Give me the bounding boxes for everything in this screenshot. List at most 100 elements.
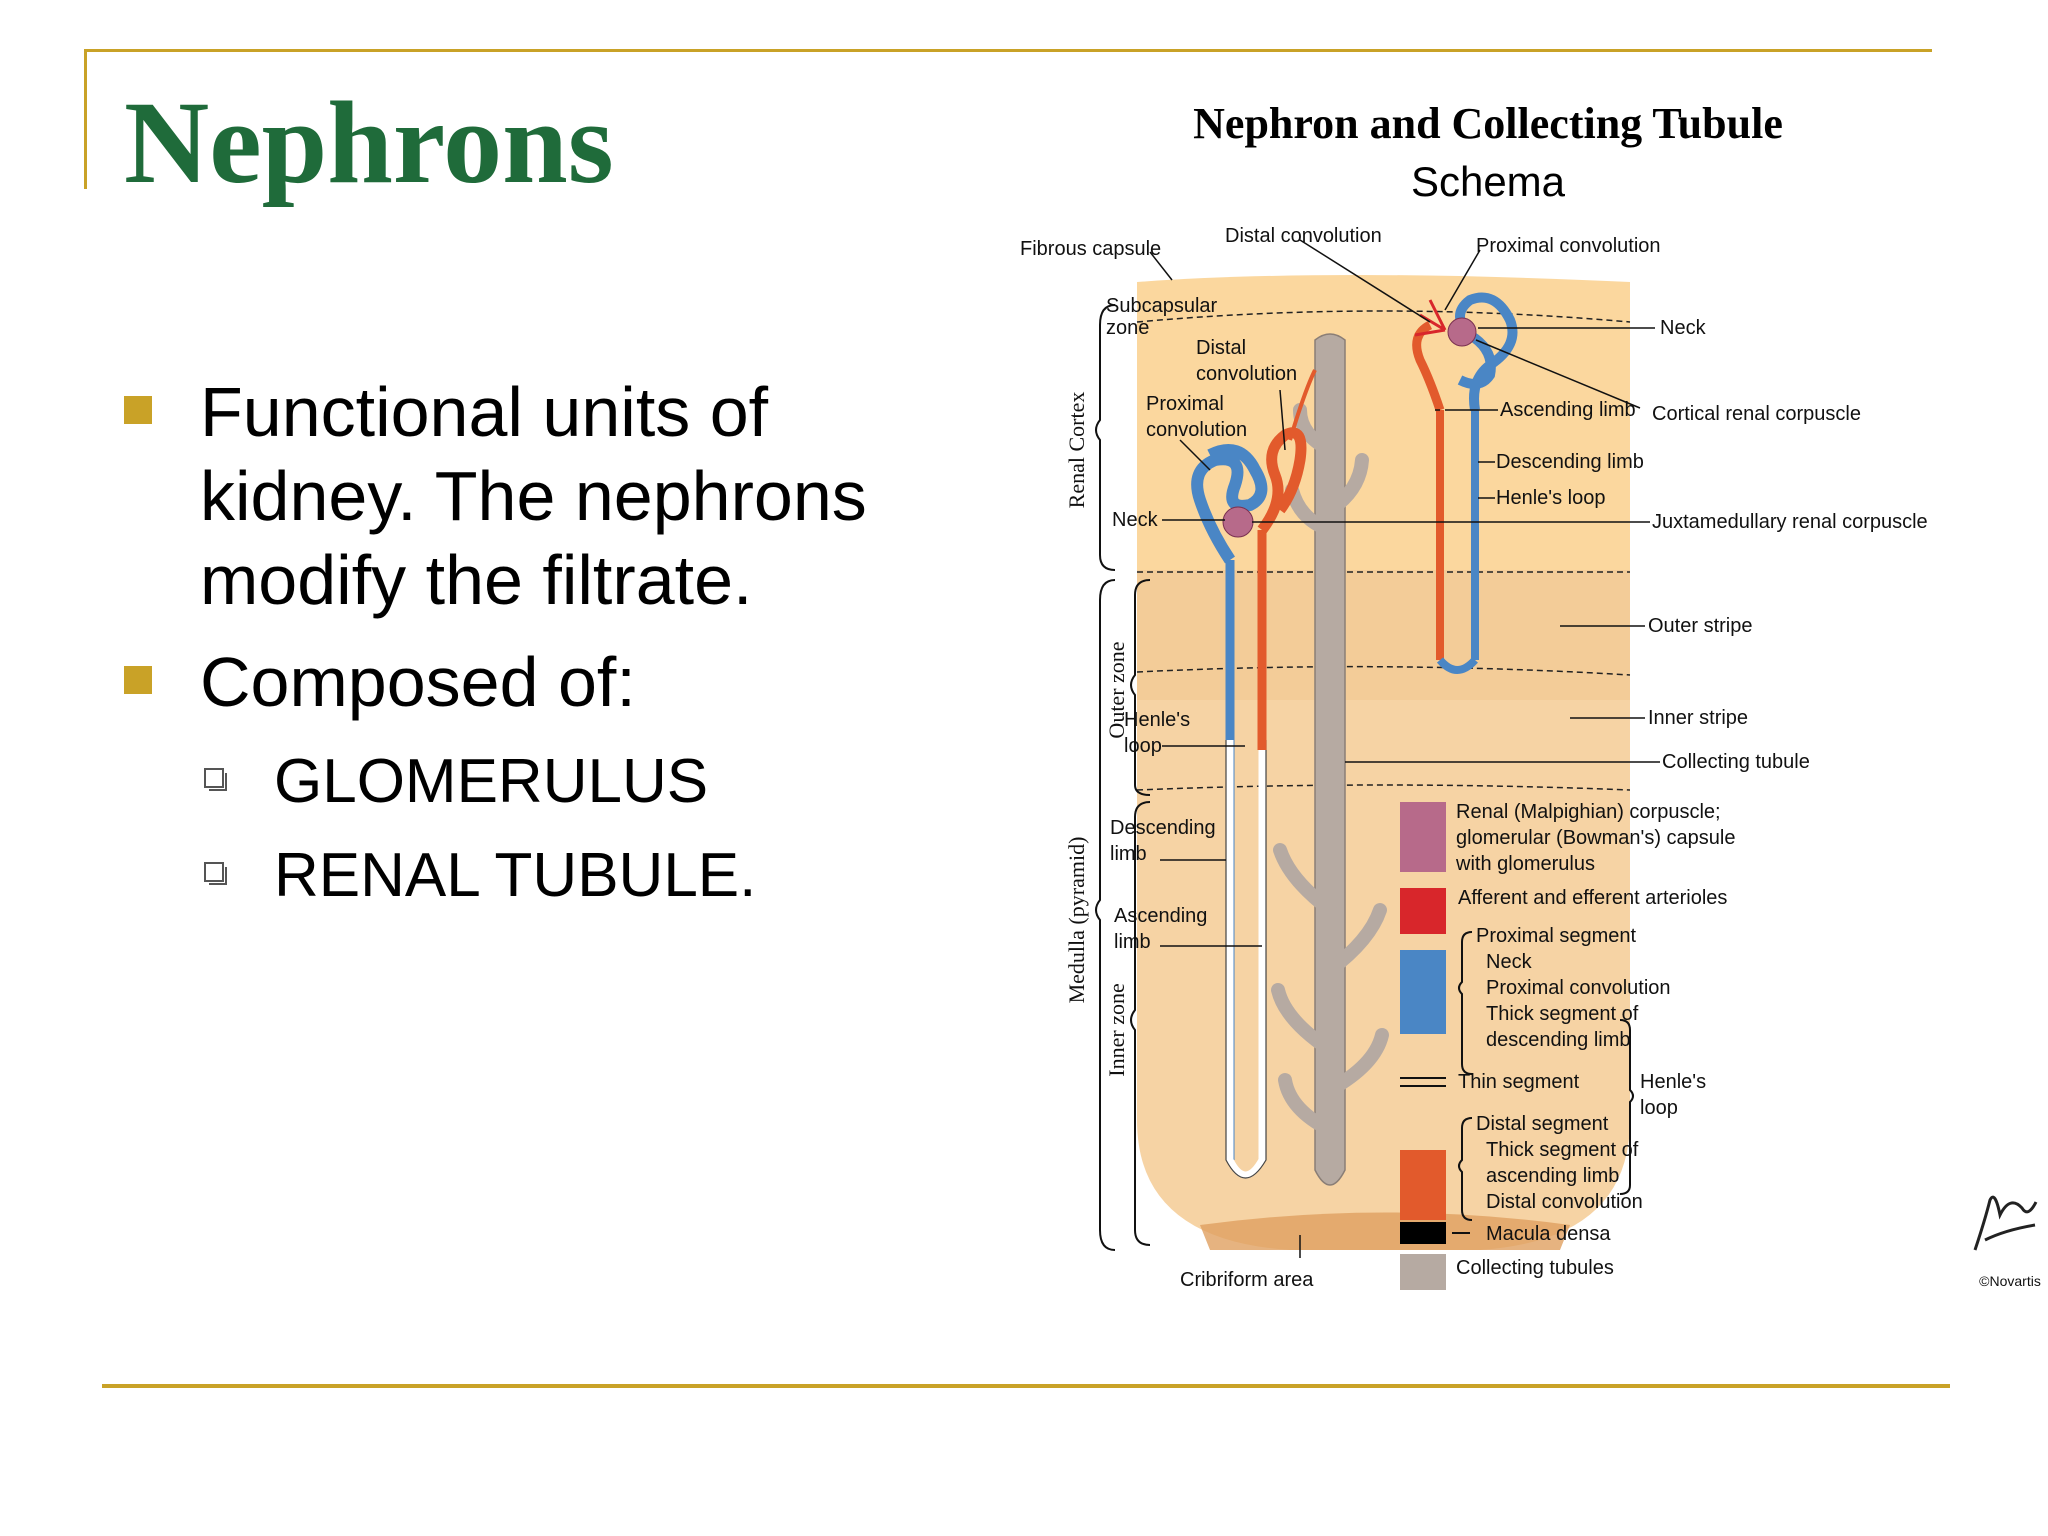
legend-henles-2: loop: [1640, 1097, 1678, 1119]
bullet-item: Composed of:: [124, 640, 984, 724]
label-outer-stripe: Outer stripe: [1648, 615, 1752, 637]
leader-distal-top: [1299, 239, 1431, 323]
legend-swatch-arterioles: [1400, 888, 1446, 934]
inner-zone-label: Inner zone: [1104, 983, 1129, 1076]
cribriform-base: [1200, 1212, 1570, 1250]
nephron-diagram-svg: Nephron and Collecting Tubule Schema Ren…: [1020, 99, 2041, 1291]
jm-proximal-coils: [1191, 444, 1268, 564]
legend-corpuscle-2: glomerular (Bowman's) capsule: [1456, 827, 1735, 849]
label-proximal-2: convolution: [1146, 419, 1247, 441]
top-rule: [84, 49, 1932, 52]
medulla-label: Medulla (pyramid): [1064, 837, 1089, 1004]
label-neck-left: Neck: [1112, 509, 1159, 531]
legend-swatch-corpuscle: [1400, 802, 1446, 872]
label-collecting-tubule: Collecting tubule: [1662, 751, 1810, 773]
label-cribriform: Cribriform area: [1180, 1269, 1314, 1291]
jm-thin-limb-outline: [1225, 740, 1267, 1179]
legend-proximal-brace: [1458, 931, 1473, 1075]
jm-renal-corpuscle-shape: [1222, 506, 1254, 538]
collecting-branches: [1271, 403, 1389, 1137]
legend-swatch-collecting: [1400, 1254, 1446, 1290]
legend-thick-asc-1: Thick segment of: [1486, 1139, 1639, 1161]
label-cortical-corpuscle: Cortical renal corpuscle: [1652, 403, 1861, 425]
cortical-renal-corpuscle-shape: [1447, 317, 1477, 347]
square-bullet-icon: [124, 396, 152, 424]
label-ascending-left-2: limb: [1114, 931, 1151, 953]
bottom-rule: [102, 1384, 1950, 1388]
diagram-subtitle: Schema: [1411, 158, 1566, 205]
legend-thick-desc-1: Thick segment of: [1486, 1003, 1639, 1025]
label-distal-2: convolution: [1196, 363, 1297, 385]
left-rule: [84, 49, 87, 189]
label-juxtamedullary: Juxtamedullary renal corpuscle: [1652, 511, 1928, 533]
inner-stripe-boundary: [1136, 665, 1631, 676]
jm-distal-coils: [1257, 427, 1307, 534]
legend-distal-segment: Distal segment: [1476, 1113, 1609, 1135]
legend-distal-convolution: Distal convolution: [1486, 1191, 1643, 1213]
leader-fibrous-capsule: [1149, 251, 1173, 281]
legend-collecting-tubules: Collecting tubules: [1456, 1257, 1614, 1279]
novartis-copyright: ©Novartis: [1979, 1273, 2041, 1289]
label-inner-stripe: Inner stripe: [1648, 707, 1748, 729]
legend-proximal-convolution: Proximal convolution: [1486, 977, 1671, 999]
collecting-tubule-shape: [1314, 333, 1346, 1186]
medulla-bracket: [1095, 579, 1116, 1251]
legend-henles-1: Henle's: [1640, 1071, 1706, 1093]
outer-zone-boundary: [1136, 784, 1631, 791]
label-ascending-right: Ascending limb: [1500, 399, 1636, 421]
label-proximal-1: Proximal: [1146, 393, 1224, 415]
sub-bullet-item: RENAL TUBULE.: [204, 836, 984, 916]
leader-distal-left: [1279, 389, 1286, 451]
page-title: Nephrons: [124, 77, 614, 208]
leader-proximal-left: [1179, 439, 1211, 471]
label-distal-convolution-top: Distal convolution: [1225, 225, 1382, 247]
legend-corpuscle-1: Renal (Malpighian) corpuscle;: [1456, 801, 1721, 823]
legend-arterioles: Afferent and efferent arterioles: [1458, 887, 1727, 909]
label-proximal-convolution-top: Proximal convolution: [1476, 235, 1661, 257]
jm-distal-to-collecting: [1288, 369, 1317, 441]
legend-swatch-proximal: [1400, 950, 1446, 1034]
label-distal-1: Distal: [1196, 337, 1246, 359]
cortical-loop-bottom: [1436, 657, 1478, 674]
legend-proximal-segment: Proximal segment: [1476, 925, 1637, 947]
legend-distal-brace: [1458, 1117, 1473, 1221]
hollow-square-bullet-icon: [204, 862, 227, 885]
legend-swatch-distal: [1400, 1150, 1446, 1220]
cortical-distal-coils: [1412, 320, 1445, 412]
outer-zone-band: [1137, 570, 1630, 700]
label-descending-left-1: Descending: [1110, 817, 1216, 839]
label-descending-left-2: limb: [1110, 843, 1147, 865]
square-bullet-icon: [124, 666, 152, 694]
label-ascending-left-1: Ascending: [1114, 905, 1207, 927]
leader-proximal-top: [1444, 249, 1481, 311]
legend-henles-brace: [1619, 1019, 1634, 1195]
outer-zone-label: Outer zone: [1104, 641, 1129, 738]
legend-swatch-thin: [1400, 1077, 1446, 1087]
bullet-item: Functional units of kidney. The nephrons…: [124, 370, 984, 622]
inner-zone-bracket: [1130, 801, 1151, 1246]
diagram-title: Nephron and Collecting Tubule: [1193, 99, 1783, 148]
legend-thin-segment: Thin segment: [1458, 1071, 1580, 1093]
legend-thick-asc-2: ascending limb: [1486, 1165, 1619, 1187]
sub-bullet-item: GLOMERULUS: [204, 742, 984, 822]
hollow-square-bullet-icon: [204, 768, 227, 791]
label-subcapsular-2: zone: [1106, 317, 1149, 339]
bullet-text: Functional units of kidney. The nephrons…: [200, 373, 867, 619]
sub-bullet-text: GLOMERULUS: [274, 747, 709, 816]
outer-zone-bracket: [1130, 579, 1151, 796]
sub-bullet-text: RENAL TUBULE.: [274, 841, 757, 910]
leader-lines: [1149, 239, 1660, 1258]
label-henles-left-1: Henle's: [1124, 709, 1190, 731]
renal-cortex-label: Renal Cortex: [1064, 392, 1089, 509]
legend-swatch-macula: [1400, 1222, 1446, 1244]
bullet-text: Composed of:: [200, 643, 636, 721]
subcapsular-boundary: [1136, 310, 1631, 323]
jm-thin-limb: [1226, 740, 1266, 1179]
legend-corpuscle-3: with glomerulus: [1455, 853, 1595, 875]
netter-signature-mark: [1973, 1195, 2038, 1251]
label-henles-right: Henle's loop: [1496, 487, 1605, 509]
label-fibrous-capsule: Fibrous capsule: [1020, 238, 1161, 260]
cortical-proximal-coils: [1455, 292, 1518, 411]
nephron-diagram: Nephron and Collecting Tubule Schema Ren…: [1000, 90, 2048, 1330]
label-subcapsular-1: Subcapsular: [1106, 295, 1218, 317]
